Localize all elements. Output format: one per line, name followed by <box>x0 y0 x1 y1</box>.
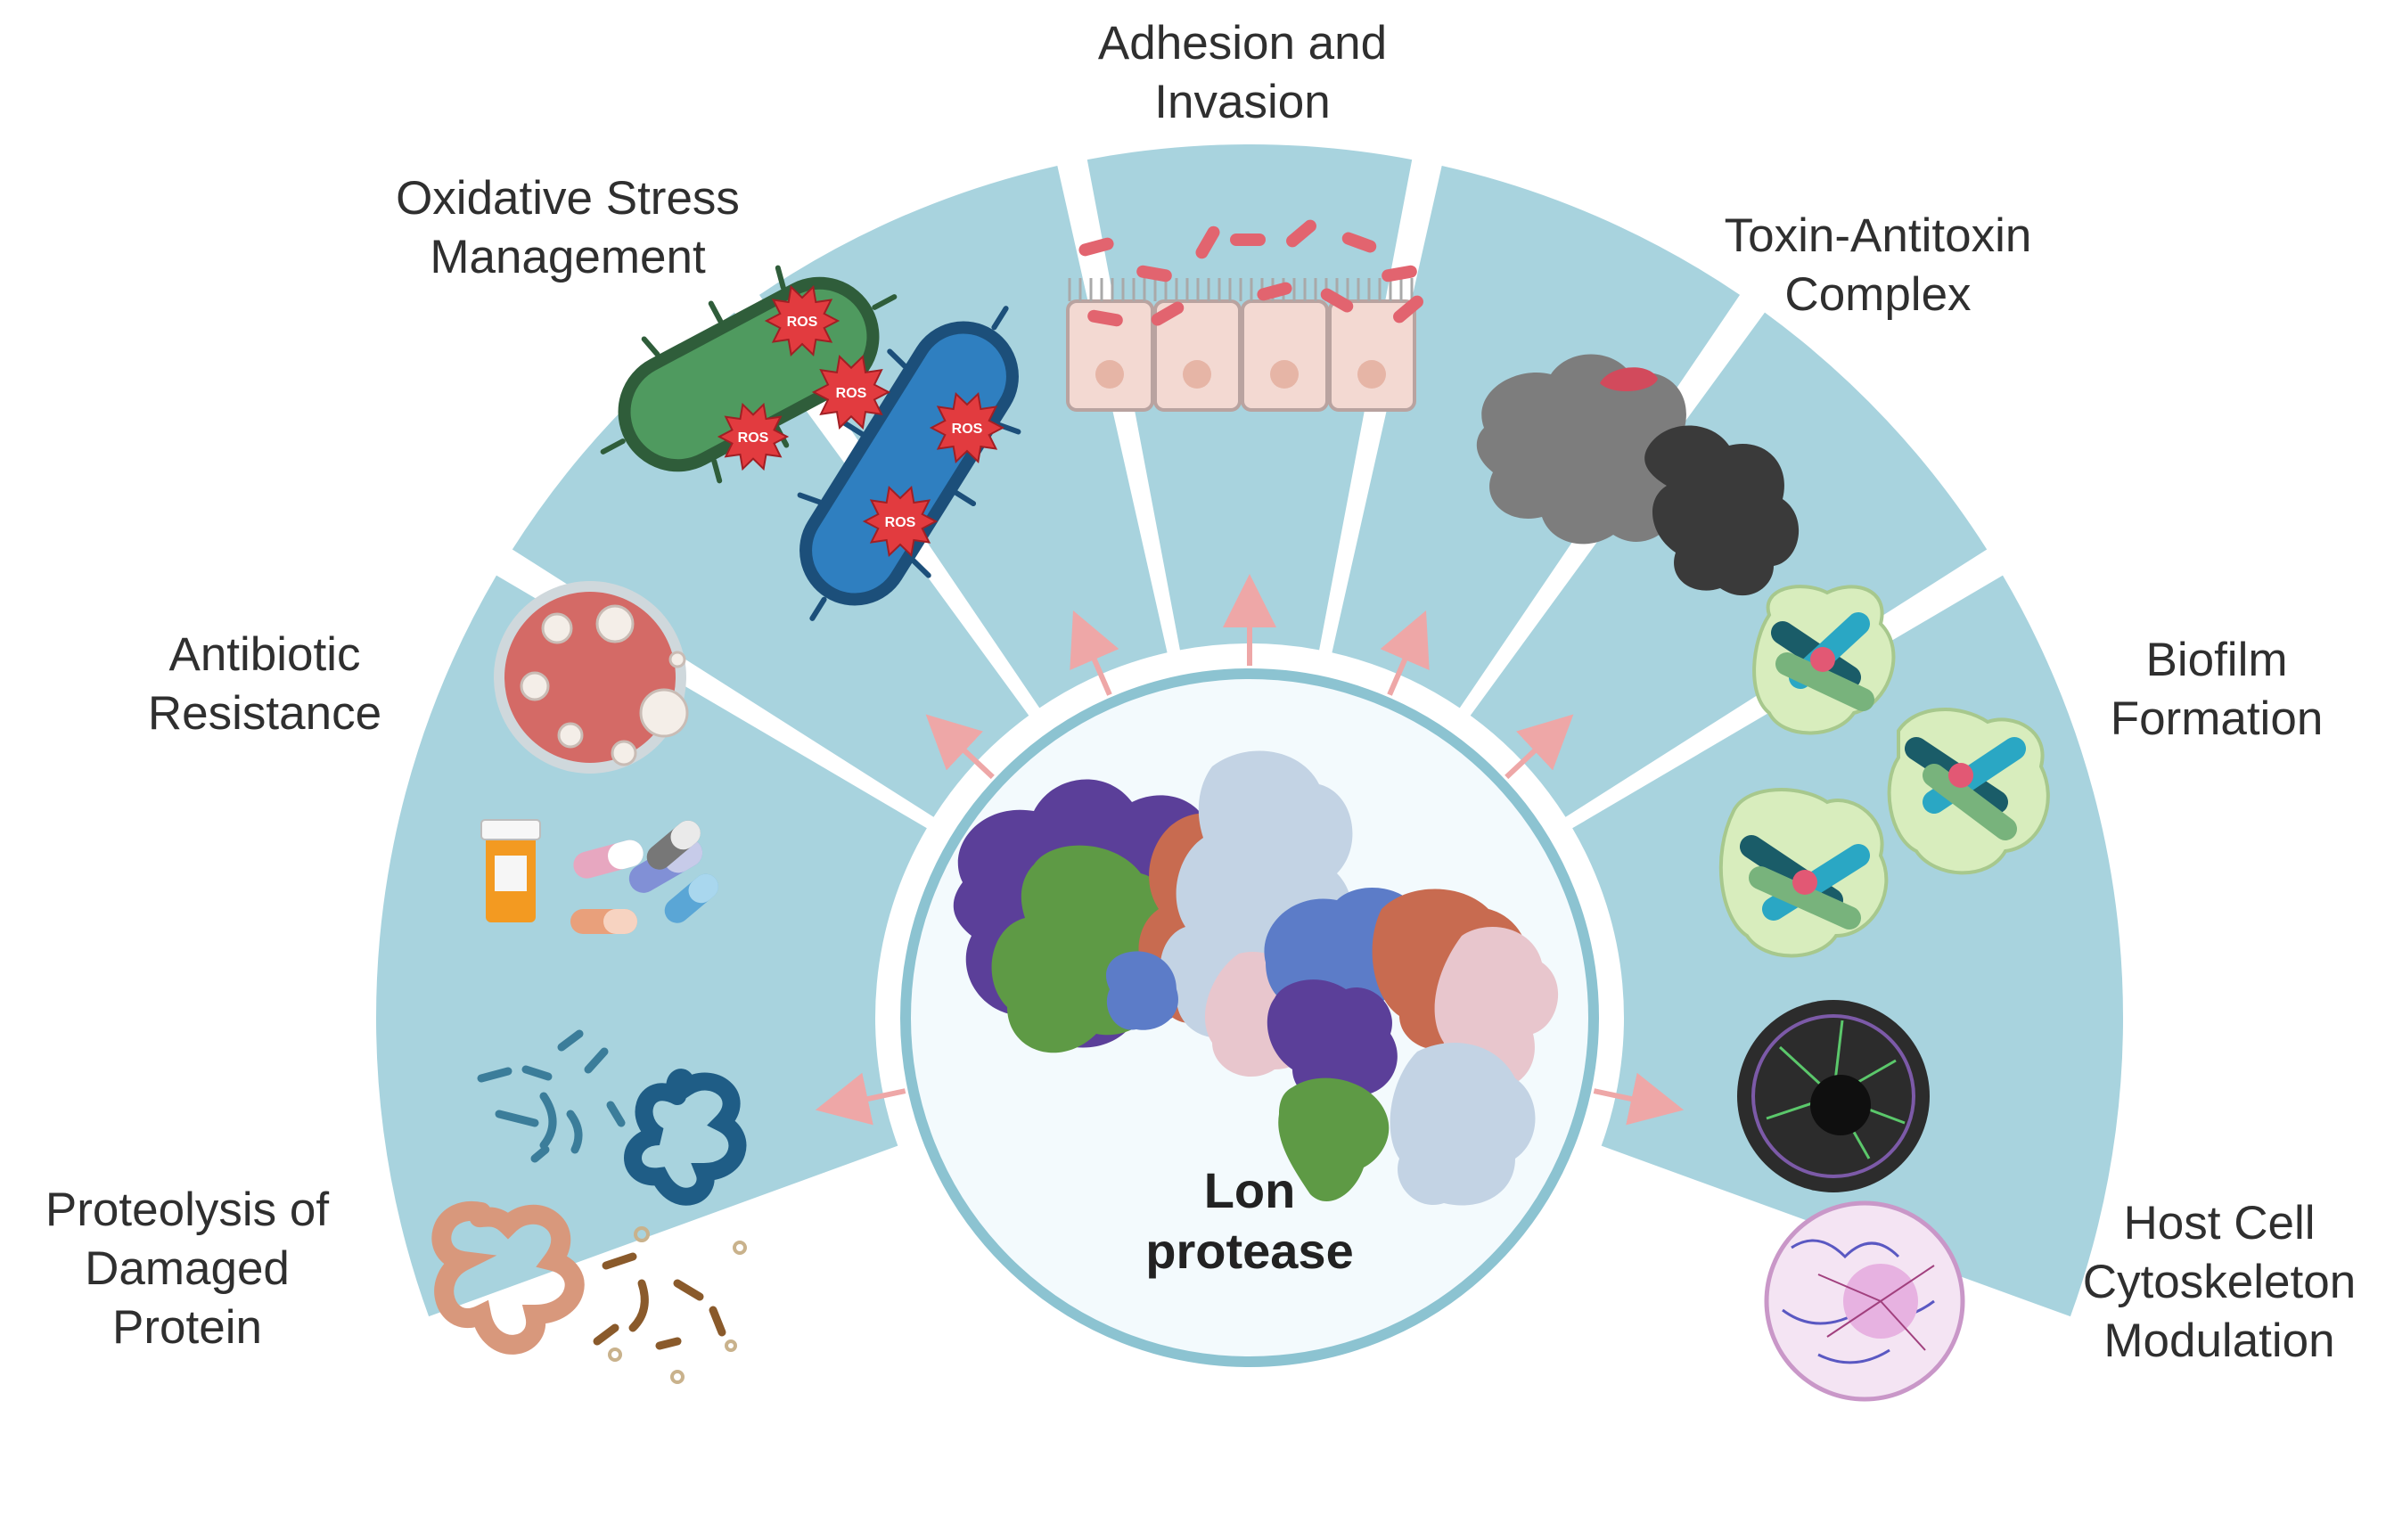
ros-badge-icon: ROS <box>929 391 1005 464</box>
arrow-toxin <box>1380 610 1430 696</box>
ros-badge-icon: ROS <box>811 355 891 430</box>
cytoskeleton-icon <box>1737 1000 1965 1402</box>
ros-label: ROS <box>836 386 867 401</box>
bacteria-ros-icon: ROS ROS ROS ROS ROS <box>600 265 1021 621</box>
label-proteolysis: Proteolysis of Damaged Protein <box>45 1184 330 1354</box>
ros-label: ROS <box>738 430 769 446</box>
arrow-biofilm <box>1505 714 1574 780</box>
ros-badge-icon: ROS <box>862 485 939 558</box>
arrow-antibiotic <box>925 714 995 780</box>
segment-proteolysis <box>376 575 927 1317</box>
label-toxin-antitoxin: Toxin-Antitoxin Complex <box>1724 209 2032 321</box>
petri-dish-icon <box>494 581 689 774</box>
arrow-proteolysis <box>815 1072 906 1126</box>
label-biofilm-formation: Biofilm Formation <box>2110 634 2324 745</box>
toxin-antitoxin-complex-icon <box>1476 354 1800 596</box>
label-oxidative-stress: Oxidative Stress Management <box>396 172 740 283</box>
center-title: Lon protease <box>1145 1162 1354 1279</box>
ros-label: ROS <box>885 515 916 530</box>
epithelial-cells-icon <box>1066 219 1423 412</box>
label-adhesion-invasion: Adhesion and Invasion <box>1097 17 1388 128</box>
arrow-cytoskeleton <box>1593 1072 1685 1126</box>
label-antibiotic-resistance: Antibiotic Resistance <box>147 628 382 740</box>
ros-badge-icon: ROS <box>764 284 840 357</box>
arrow-oxidative <box>1070 610 1119 696</box>
label-host-cell-cytoskeleton: Host Cell Cytoskeleton Modulation <box>2082 1197 2357 1367</box>
ros-badge-icon: ROS <box>717 402 790 471</box>
ros-label: ROS <box>787 315 818 330</box>
ros-label: ROS <box>952 422 983 437</box>
lon-protease-structure-icon <box>953 750 1559 1206</box>
protein-fragments-icon <box>431 1029 747 1384</box>
arrow-group <box>815 574 1685 1126</box>
biofilm-icon <box>1718 585 2050 958</box>
pills-icon <box>480 819 718 934</box>
